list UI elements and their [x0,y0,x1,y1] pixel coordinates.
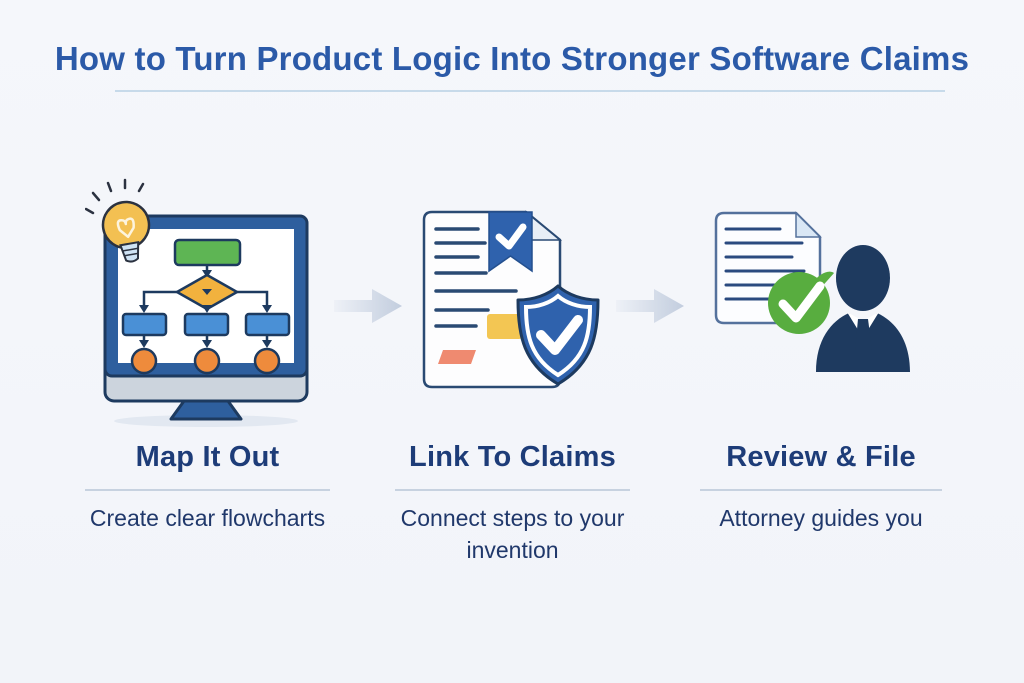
step-2-heading: Link To Claims [409,441,616,473]
shield-check-icon [516,284,600,386]
title-underline [115,90,945,92]
step-2-text-block: Link To Claims Connect steps to your inv… [395,441,630,566]
step-1-heading: Map It Out [135,441,280,473]
monitor-flowchart-icon [85,178,309,427]
step-3-heading: Review & File [726,441,916,473]
step-1-description: Create clear flowcharts [89,504,326,531]
attorney-silhouette-icon [816,245,910,372]
step-3-text-block: Review & File Attorney guides you [700,441,942,534]
green-check-icon [768,271,834,334]
right-arrow-icon [616,289,684,323]
step-1-divider [85,488,330,491]
right-arrow-icon [334,289,402,323]
step-2-description: Connect steps to your invention [400,504,625,564]
attorney-review-icon [714,211,910,372]
step-3-divider [700,488,942,491]
step-2-divider [395,488,630,491]
lightbulb-icon [101,200,151,263]
document-shield-icon [422,210,600,389]
step-3-description: Attorney guides you [719,504,923,531]
page-title: How to Turn Product Logic Into Stronger … [54,40,970,77]
step-1-text-block: Map It Out Create clear flowcharts [85,441,330,534]
